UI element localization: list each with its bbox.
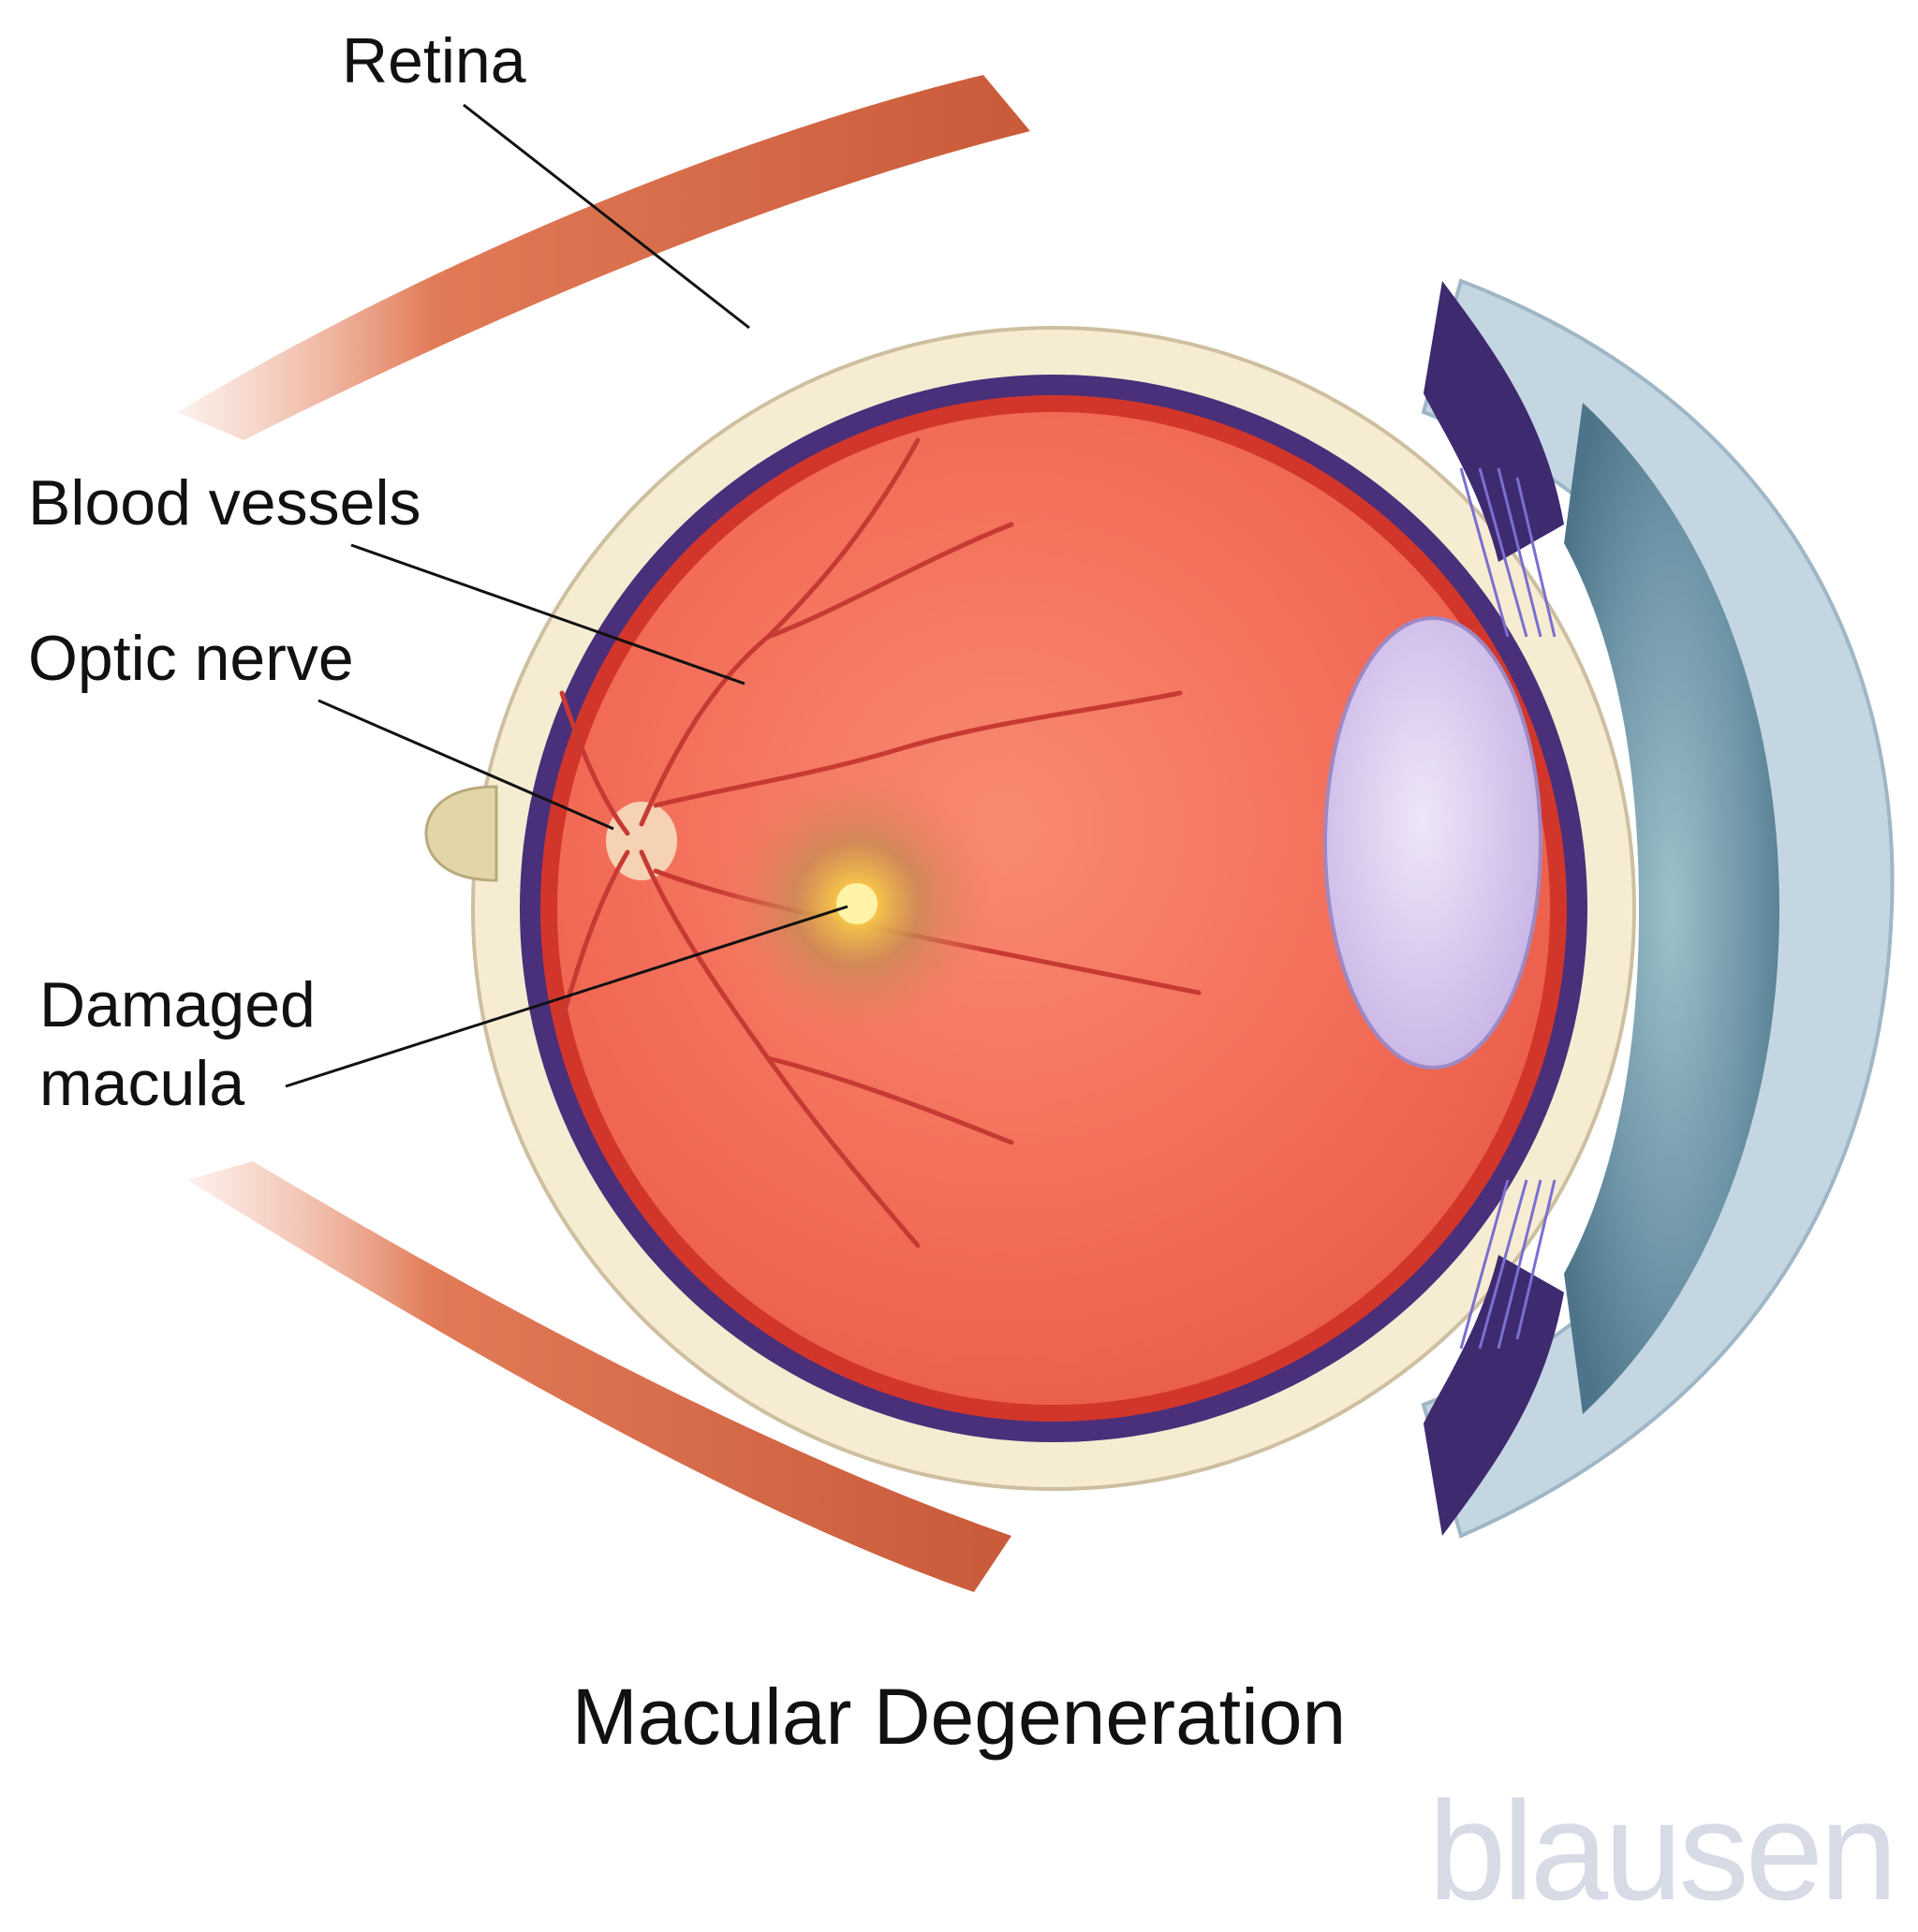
label-optic-nerve: Optic nerve	[28, 623, 354, 694]
lower-muscle	[187, 1161, 1011, 1592]
label-retina: Retina	[342, 25, 526, 96]
label-damaged-macula-line2: macula	[39, 1048, 245, 1119]
upper-muscle	[178, 75, 1030, 440]
leader-retina	[463, 103, 750, 330]
label-blood-vessels: Blood vessels	[28, 467, 421, 538]
leader-damaged-macula	[285, 905, 848, 1088]
zonule-fibers-bottom	[1459, 1179, 1557, 1349]
ciliary-body-bottom	[1424, 1255, 1564, 1536]
leader-blood-vessels	[350, 543, 745, 686]
vitreous-interior	[557, 412, 1550, 1405]
leader-optic-nerve	[317, 699, 614, 831]
macula-center	[836, 883, 878, 924]
optic-nerve-stub	[424, 785, 498, 882]
leader-lines	[285, 103, 848, 1088]
diagram-title: Macular Degeneration	[571, 1673, 1347, 1761]
iris	[1564, 403, 1779, 1414]
label-damaged-macula-line1: Damaged	[39, 969, 316, 1040]
ciliary-body-top	[1424, 281, 1564, 562]
lens	[1323, 616, 1542, 1069]
brand-watermark: blausen	[1428, 1772, 1897, 1929]
zonule-fibers-top	[1459, 467, 1557, 638]
